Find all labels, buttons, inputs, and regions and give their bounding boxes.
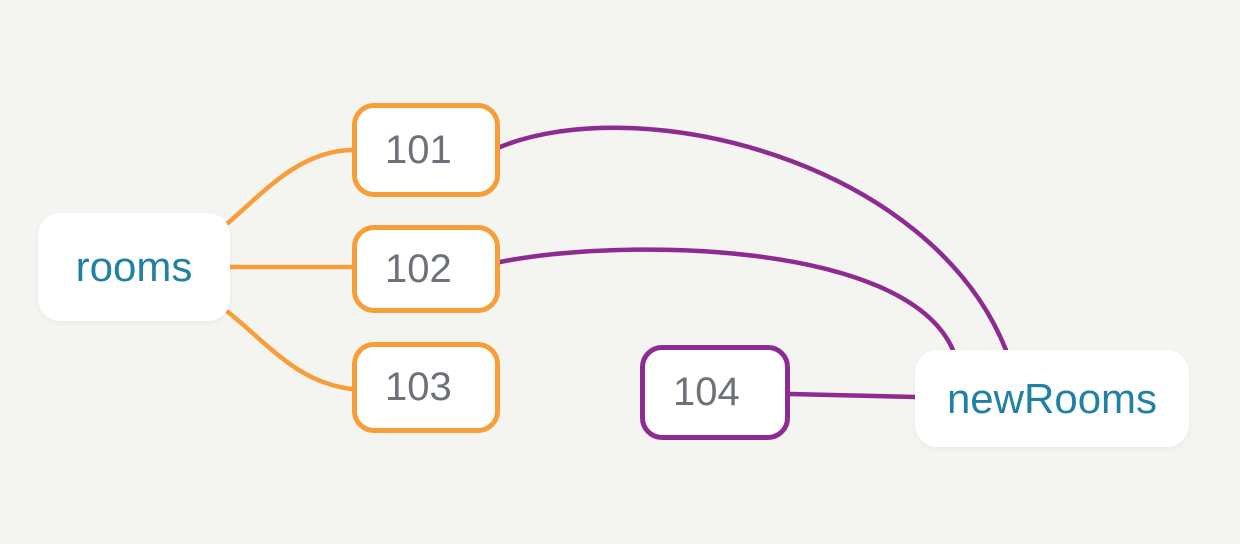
node-103-label: 103 <box>385 365 452 409</box>
edge-rooms-103 <box>225 309 355 392</box>
node-104[interactable]: 104 <box>640 345 790 440</box>
node-newrooms-label: newRooms <box>946 374 1158 422</box>
node-102[interactable]: 102 <box>352 225 500 313</box>
node-newrooms[interactable]: newRooms <box>915 350 1189 447</box>
node-101[interactable]: 101 <box>352 103 500 197</box>
edge-101-newRooms <box>497 125 1009 353</box>
node-rooms-label: rooms <box>75 243 193 290</box>
edge-rooms-101 <box>225 147 355 226</box>
node-102-label: 102 <box>385 246 452 291</box>
edge-102-newRooms <box>497 247 956 353</box>
node-103[interactable]: 103 <box>352 342 500 433</box>
node-rooms[interactable]: rooms <box>38 213 230 321</box>
edge-104-newRooms <box>787 391 919 400</box>
node-101-label: 101 <box>385 127 452 172</box>
node-104-label: 104 <box>673 370 740 414</box>
